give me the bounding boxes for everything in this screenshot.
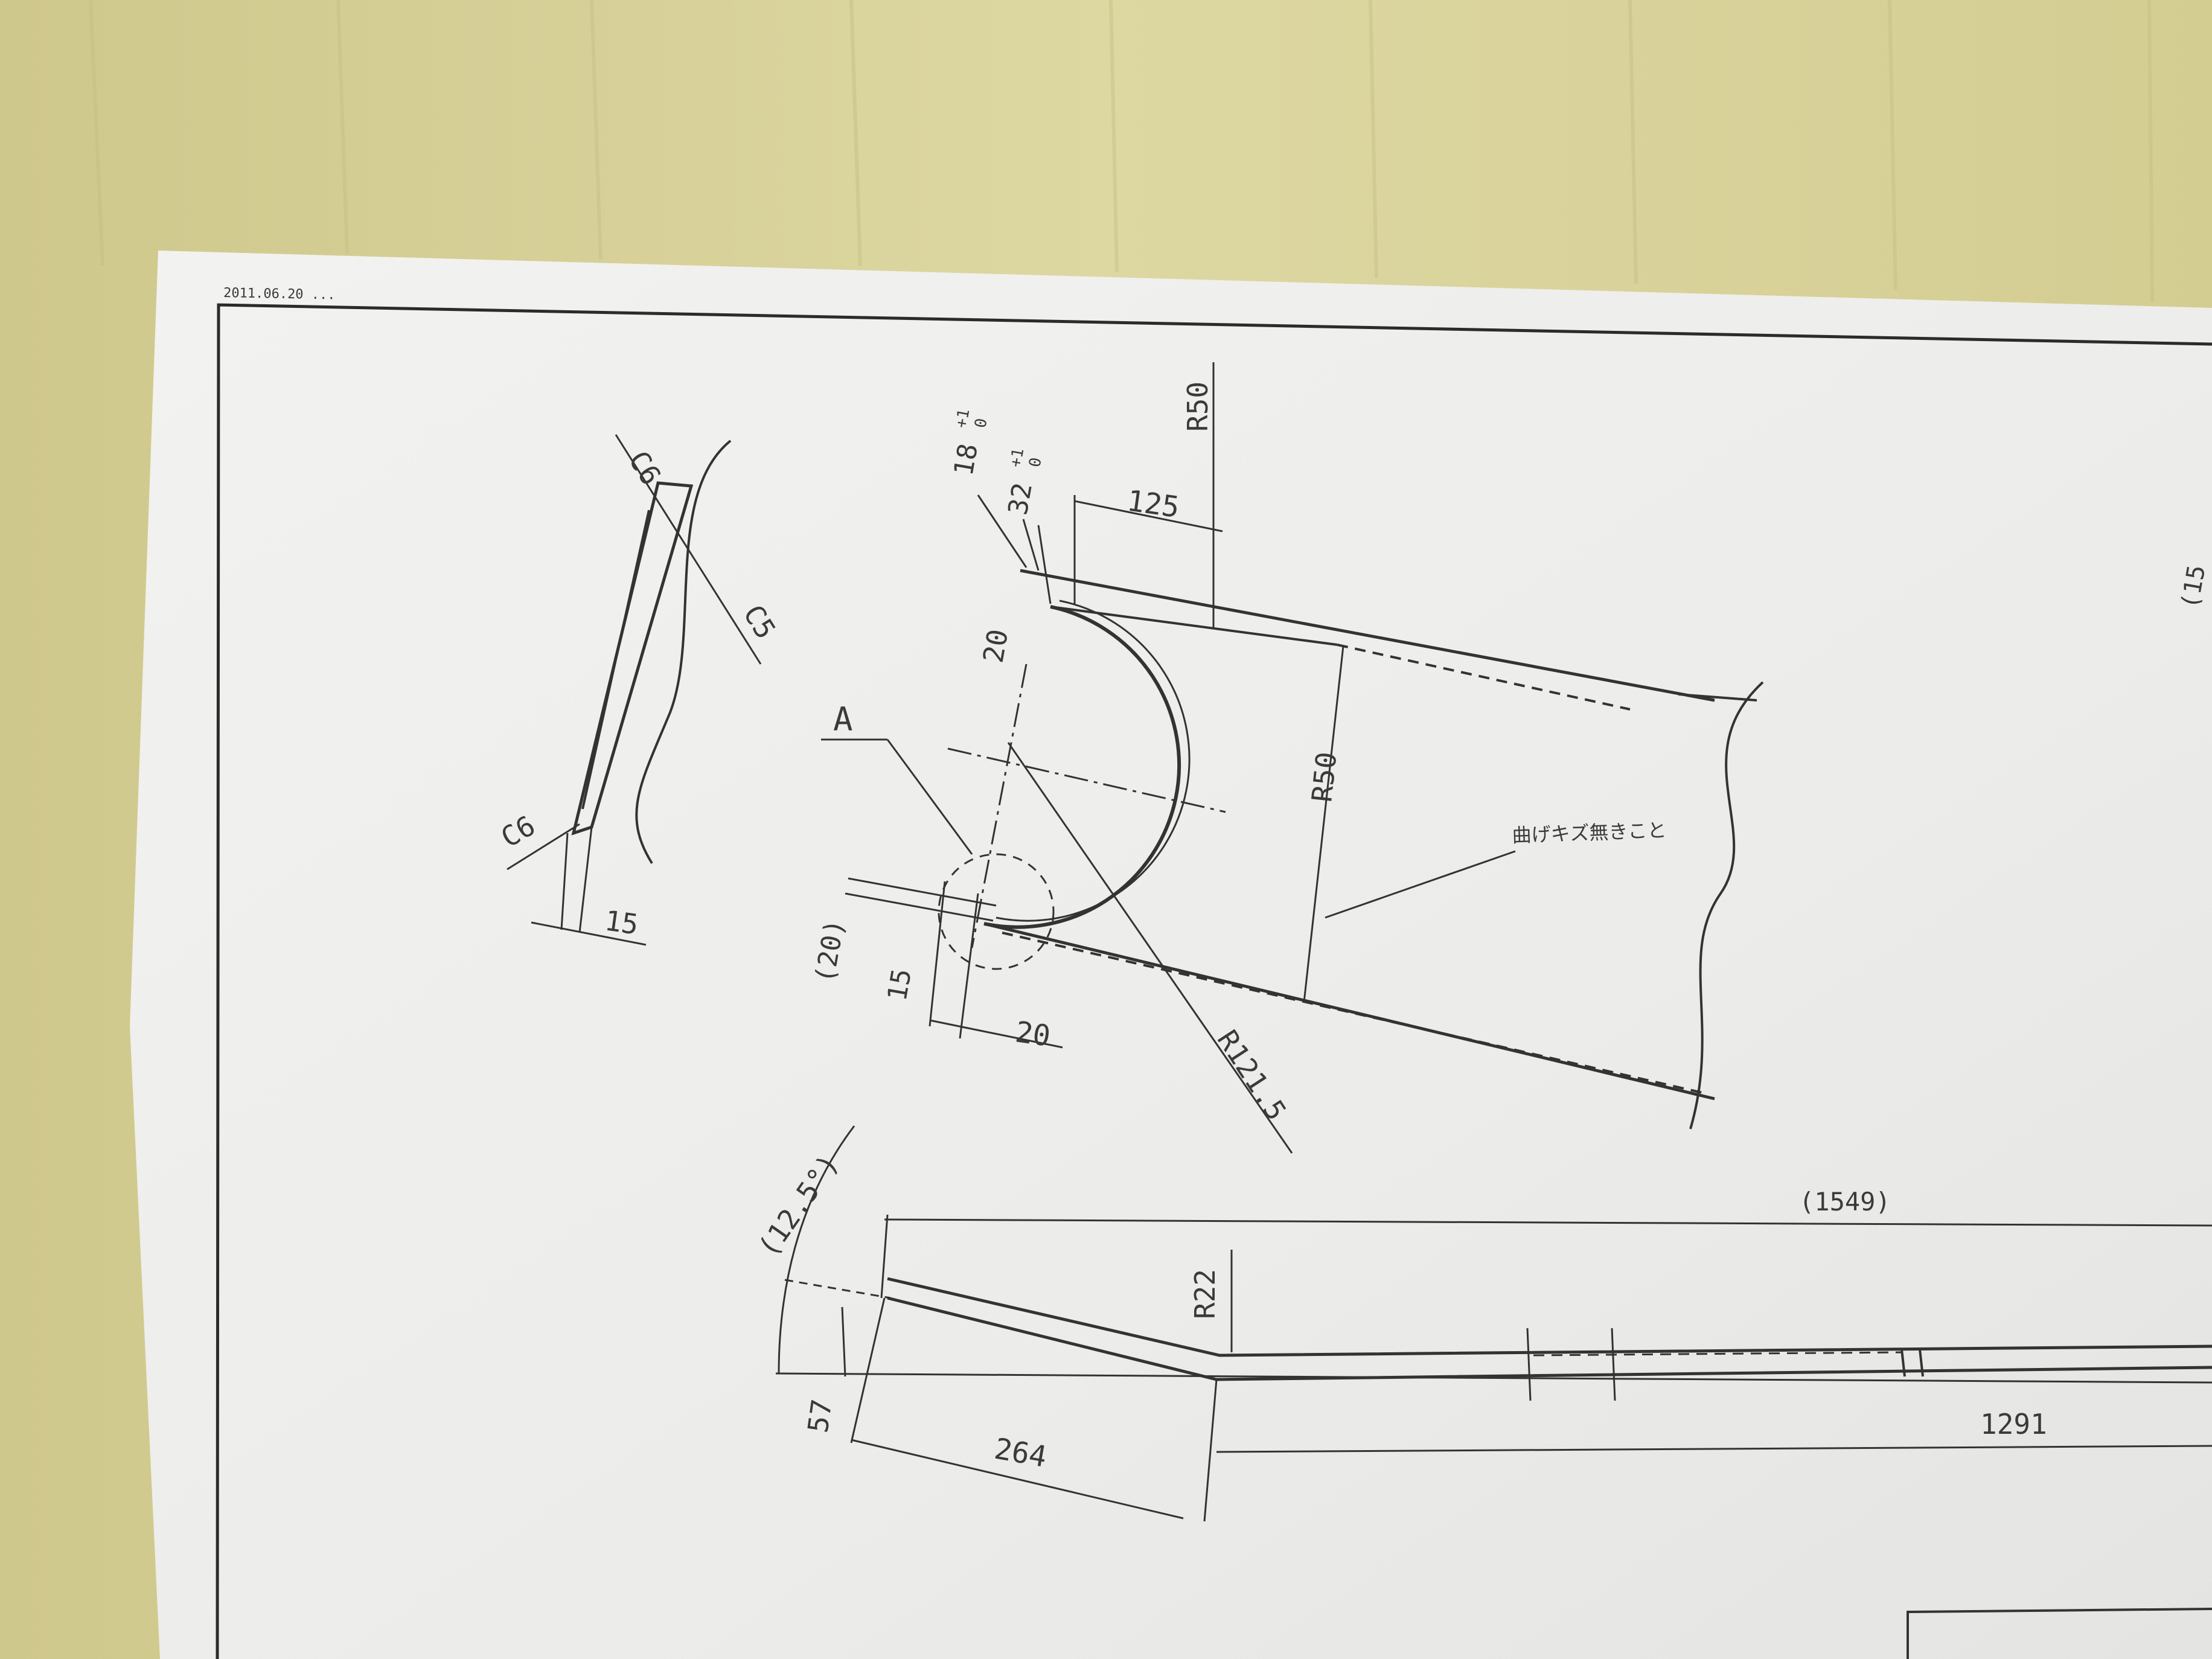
label-tol-18-sub: 0 <box>971 417 991 430</box>
label-tol-32: 32 <box>1003 481 1038 517</box>
side-view <box>775 1125 2212 1659</box>
label-tol-32-sub: 0 <box>1026 456 1045 469</box>
label-tol-18: 18 <box>948 441 984 478</box>
plan-view <box>821 362 1764 1154</box>
label-15-small: 15 <box>882 967 918 1003</box>
label-20-vertical: 20 <box>977 627 1015 665</box>
label-1549: (1549) <box>1799 1187 1891 1216</box>
label-note-jp: 曲げキズ無きこと <box>1512 819 1667 847</box>
label-tol-32-sup: +1 <box>1006 447 1028 468</box>
label-r50-top: R50 <box>1181 382 1214 432</box>
drawing-border <box>216 303 2212 1659</box>
label-15-left: 15 <box>603 904 640 941</box>
label-20-bottom: 20 <box>1013 1015 1052 1053</box>
label-57: 57 <box>801 1397 838 1434</box>
label-r22: R22 <box>1189 1269 1221 1319</box>
paper-sheet <box>130 251 2212 1659</box>
label-125: 125 <box>1125 484 1181 525</box>
label-1291: 1291 <box>1980 1408 2047 1440</box>
section-detail <box>507 434 762 946</box>
label-tol-18-sup: +1 <box>952 408 973 429</box>
label-r50-mid: R50 <box>1305 750 1343 804</box>
header-strip-text: 2011.06.20 ... <box>223 286 336 303</box>
label-a: A <box>833 700 853 738</box>
wood-grain <box>89 0 2154 302</box>
